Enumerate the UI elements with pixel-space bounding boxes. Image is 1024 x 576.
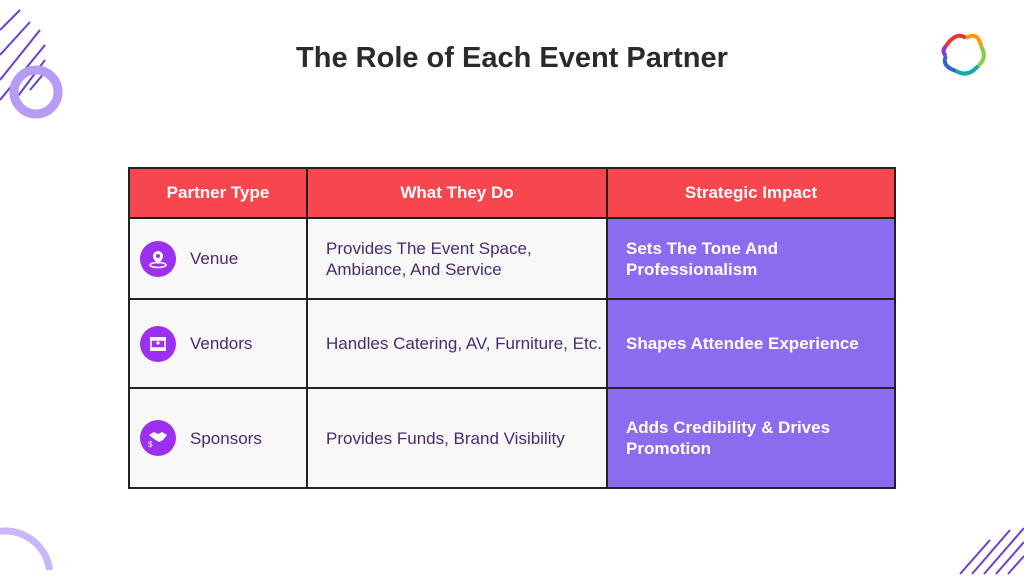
partner-type: Vendors <box>190 334 253 353</box>
handshake-icon: $ <box>140 420 176 456</box>
partner-type: Venue <box>190 249 239 268</box>
strategic-impact: Sets The Tone And Professionalism <box>606 217 896 300</box>
table-row: Venue Provides The Event Space, Ambiance… <box>128 217 896 300</box>
table-row: Vendors Handles Catering, AV, Furniture,… <box>128 298 896 389</box>
partner-type: Sponsors <box>190 428 262 448</box>
header-partner-type: Partner Type <box>128 167 308 219</box>
page-title: The Role of Each Event Partner <box>296 42 728 74</box>
decor-stripes-top-left <box>0 9 63 119</box>
partner-table: Partner Type What They Do Strategic Impa… <box>128 167 896 489</box>
what-they-do: Provides Funds, Brand Visibility <box>306 387 608 489</box>
booth-icon <box>140 325 176 362</box>
strategic-impact: Adds Credibility & Drives Promotion <box>606 387 896 489</box>
logo-icon <box>941 33 986 76</box>
what-they-do: Handles Catering, AV, Furniture, Etc. <box>306 298 608 389</box>
svg-text:$: $ <box>148 440 153 448</box>
what-they-do: Provides The Event Space, Ambiance, And … <box>306 217 608 300</box>
strategic-impact: Shapes Attendee Experience <box>606 298 896 389</box>
header-what-they-do: What They Do <box>306 167 608 219</box>
table-row: $ Sponsors Provides Funds, Brand Visibili… <box>128 387 896 489</box>
table-header-row: Partner Type What They Do Strategic Impa… <box>128 167 896 219</box>
map-pin-icon <box>140 240 176 277</box>
header-strategic-impact: Strategic Impact <box>606 167 896 219</box>
decor-stripes-bottom-right <box>959 527 1024 575</box>
decor-circle-bottom-left <box>0 527 54 571</box>
